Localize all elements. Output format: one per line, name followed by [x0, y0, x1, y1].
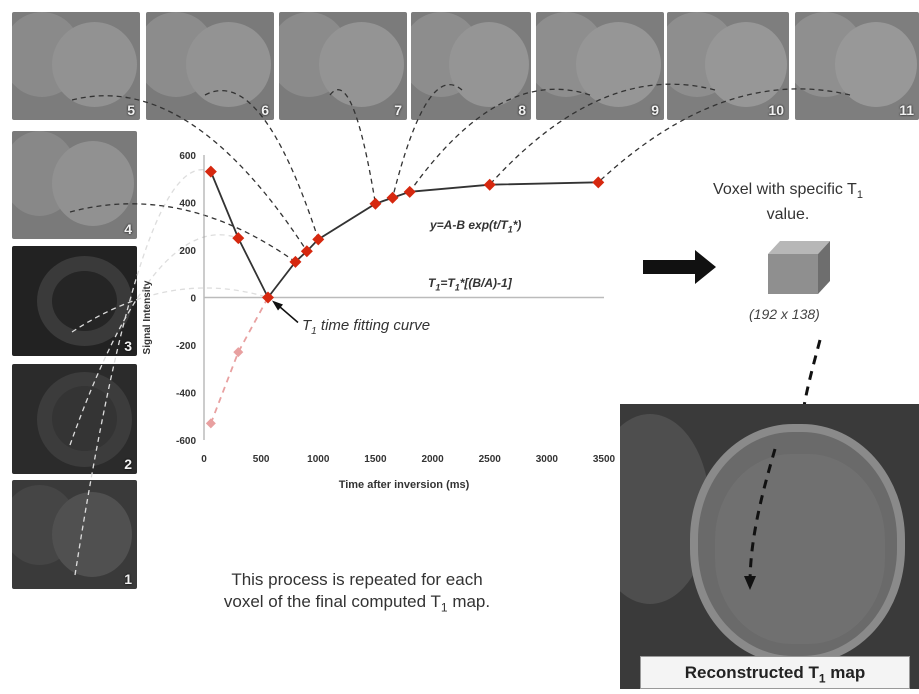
- inverted-curve-line: [210, 297, 269, 424]
- frame-number: 9: [651, 102, 659, 118]
- frame-connector-line: [204, 90, 319, 240]
- x-tick-label: 2000: [421, 454, 444, 465]
- voxel-cube-group: [643, 241, 830, 421]
- x-axis-label: Time after inversion (ms): [339, 479, 470, 491]
- data-point-marker: [262, 291, 274, 304]
- frame-connector-line: [597, 88, 851, 183]
- frame-number: 5: [127, 102, 135, 118]
- curve-label: T1 time fitting curve: [302, 317, 431, 337]
- voxel-caption: Voxel with specific T1 value.: [713, 181, 863, 224]
- frame-number: 1: [124, 571, 132, 587]
- frame-connector-line: [71, 95, 308, 252]
- inverted-point-marker: [233, 347, 244, 358]
- right-arrow-icon: [643, 250, 716, 284]
- y-tick-label: -600: [176, 436, 196, 447]
- mri-frame-8: 8: [411, 12, 531, 120]
- data-point-marker: [386, 191, 399, 204]
- voxel-cube-side: [818, 241, 830, 294]
- x-tick-label: 0: [201, 454, 207, 465]
- chart-marks: [204, 165, 605, 429]
- frame-connector-line: [489, 83, 716, 186]
- data-point-marker: [312, 233, 325, 246]
- reconstructed-t1-map-image: [620, 404, 919, 689]
- mri-frame-3: 3: [12, 246, 137, 356]
- y-axis-label: Signal Intensity: [142, 280, 153, 354]
- x-tick-label: 3000: [536, 454, 559, 465]
- data-point-marker: [403, 185, 416, 198]
- inverted-point-marker: [205, 418, 216, 429]
- mri-frame-5: 5: [12, 12, 140, 120]
- data-point-marker: [232, 232, 245, 245]
- data-point-marker: [369, 197, 382, 210]
- frame-connectors: [69, 83, 851, 576]
- mri-frame-7: 7: [279, 12, 407, 120]
- frame-connector-line: [409, 88, 591, 193]
- x-tick-label: 1000: [307, 454, 330, 465]
- frame-connector-line: [69, 203, 296, 263]
- frame-number: 2: [124, 456, 132, 472]
- frame-connector-line: [74, 169, 212, 576]
- x-tick-label: 2500: [479, 454, 502, 465]
- fitting-curve-line: [210, 171, 599, 300]
- x-tick-label: 500: [253, 454, 270, 465]
- frame-connector-line: [329, 89, 377, 204]
- data-point-marker: [204, 165, 217, 178]
- fit-equation: y=A-B exp(t/T1*): [430, 218, 522, 235]
- t1-equation: T1=T1*[(B/A)-1]: [428, 276, 512, 293]
- y-tick-label: 200: [179, 246, 196, 257]
- process-caption: This process is repeated for each voxel …: [223, 570, 491, 615]
- curve-label-arrowhead: [272, 300, 283, 311]
- frame-number: 7: [394, 102, 402, 118]
- x-tick-label: 1500: [364, 454, 387, 465]
- voxel-dimensions: (192 x 138): [749, 306, 820, 322]
- frame-number: 3: [124, 338, 132, 354]
- frame-number: 11: [899, 102, 914, 118]
- frame-connector-line: [69, 234, 239, 446]
- mri-frame-2: 2: [12, 364, 137, 474]
- y-tick-label: 400: [179, 199, 196, 210]
- data-point-marker: [483, 178, 496, 191]
- mri-frame-9: 9: [536, 12, 664, 120]
- voxel-cube-top: [768, 241, 830, 254]
- frame-number: 6: [261, 102, 269, 118]
- y-tick-label: -400: [176, 389, 196, 400]
- frame-number: 10: [768, 102, 784, 118]
- mri-frame-6: 6: [146, 12, 274, 120]
- frame-connector-line: [71, 287, 269, 333]
- dashed-arrow-down: [800, 339, 822, 421]
- data-point-marker: [300, 245, 313, 258]
- frame-number: 8: [518, 102, 526, 118]
- mri-frame-11: 11: [795, 12, 919, 120]
- mri-frame-1: 1: [12, 480, 137, 589]
- mri-frame-10: 10: [667, 12, 789, 120]
- y-tick-label: 600: [179, 151, 196, 162]
- t1-map-label: Reconstructed T1 map: [640, 656, 910, 689]
- voxel-cube-icon: [768, 254, 818, 294]
- data-point-marker: [289, 255, 302, 268]
- y-tick-label: 0: [190, 294, 196, 305]
- mri-frame-4: 4: [12, 131, 137, 239]
- x-tick-label: 3500: [593, 454, 616, 465]
- frame-connector-line: [391, 84, 463, 198]
- y-tick-label: -200: [176, 341, 196, 352]
- frame-number: 4: [124, 221, 132, 237]
- data-point-marker: [592, 176, 605, 189]
